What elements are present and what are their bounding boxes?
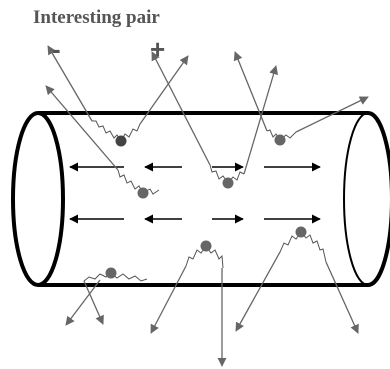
track-6b-wiggle xyxy=(185,245,207,267)
particle xyxy=(105,267,117,279)
track-2b-arrow xyxy=(243,65,279,175)
charge-plus-label: + xyxy=(150,34,165,64)
field-arrows xyxy=(69,162,321,224)
pair-minus-track xyxy=(47,45,93,122)
track-4b-arrow xyxy=(235,251,281,332)
track-1-arrow xyxy=(45,85,119,171)
charge-minus-label: - xyxy=(52,34,61,64)
particle xyxy=(222,177,234,189)
particle xyxy=(295,226,307,238)
diagram-title: Interesting pair xyxy=(33,7,160,28)
track-1-wiggle xyxy=(117,169,144,194)
track-2-arrow xyxy=(151,51,211,166)
track-3b-arrow xyxy=(295,96,369,133)
cylinder-right-end xyxy=(367,111,390,287)
pair-minus-wiggle xyxy=(92,120,122,142)
pair-plus-wiggle xyxy=(120,123,141,142)
particle xyxy=(137,187,149,199)
cylinder-right-inner-edge xyxy=(343,112,369,286)
track-5b-wiggle xyxy=(110,272,148,282)
cylinder xyxy=(11,111,390,287)
track-5c-arrow xyxy=(65,279,101,326)
pair-origin-particle xyxy=(115,135,127,147)
particle xyxy=(200,240,212,252)
track-5-arrow xyxy=(83,280,104,325)
track-4-arrow xyxy=(325,261,359,334)
pair-plus-track xyxy=(139,55,189,125)
track-4b-wiggle xyxy=(279,231,302,253)
track-3-arrow xyxy=(233,51,268,132)
track-6-wiggle xyxy=(205,245,224,269)
particle xyxy=(274,134,286,146)
particles xyxy=(105,134,307,279)
track-6b-arrow xyxy=(150,265,187,334)
particle-tracks xyxy=(45,45,369,367)
track-4-wiggle xyxy=(300,231,327,263)
cylinder-left-end xyxy=(11,111,65,287)
track-2-wiggle xyxy=(209,164,229,184)
